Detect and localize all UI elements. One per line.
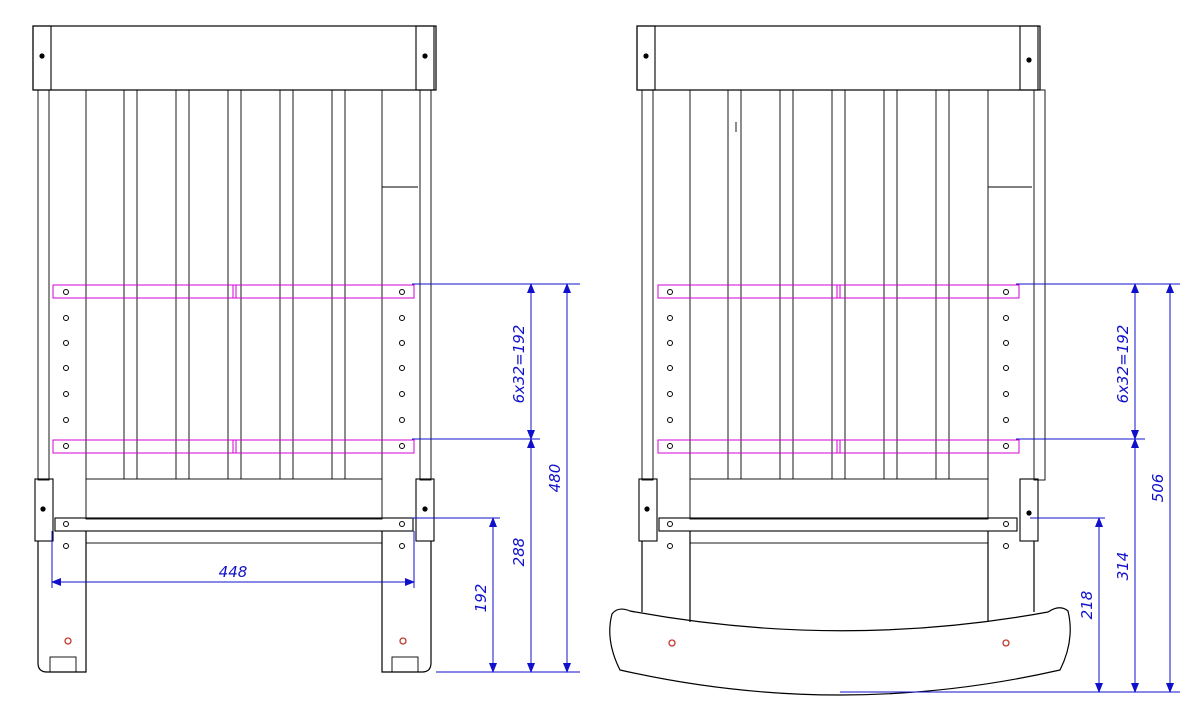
left-side-post-section-right: [415, 478, 435, 542]
left-top-screw-1: [39, 53, 45, 59]
right-side-post-section-right: [1019, 478, 1039, 542]
rocker: [609, 607, 1071, 696]
left-post-outer-left: [37, 89, 50, 481]
right-overall-height-dim: 506: [1149, 474, 1167, 503]
left-leg-right: [381, 531, 432, 673]
left-leg-left: [37, 531, 87, 673]
left-view: 6x32=192 480 288 192 448: [32, 25, 580, 673]
left-seat-height-dim: 192: [472, 584, 490, 613]
left-post-outer-right: [419, 89, 432, 481]
right-under-rail: [689, 530, 989, 544]
left-side-post-section-left: [34, 478, 54, 542]
right-top-rail: [636, 25, 1041, 91]
left-top-rail: [32, 25, 437, 91]
left-seat-apron: [85, 478, 383, 520]
right-seat-board: [658, 517, 1018, 532]
left-seat-board: [54, 517, 414, 532]
left-slat-spacing-dim: 6x32=192: [510, 325, 528, 404]
left-top-screw-2: [422, 53, 428, 59]
left-seat-width-dim: 448: [219, 563, 248, 581]
right-post-outer-right: [1033, 89, 1046, 481]
left-overall-height-dim: 480: [546, 464, 564, 493]
left-hole-column-left: [63, 289, 69, 449]
left-middle-height-dim: 288: [510, 538, 528, 567]
left-hole-column-right: [399, 289, 405, 449]
right-slat-spacing-dim: 6x32=192: [1114, 325, 1132, 404]
left-under-rail: [85, 530, 383, 544]
right-upper-crossbar-hidden: [657, 284, 1020, 299]
right-top-rail-right-section: [1019, 25, 1039, 91]
right-seat-apron: [689, 478, 989, 520]
right-adjust-holes: [667, 289, 1009, 449]
right-middle-height-dim: 314: [1114, 552, 1132, 581]
left-dimensions: 6x32=192 480 288 192 448: [51, 283, 580, 673]
right-dimensions: 6x32=192 506 314 218: [840, 283, 1180, 693]
right-side-post-section-left: [638, 478, 658, 542]
right-view: 6x32=192 506 314 218: [609, 25, 1180, 696]
right-seat-height-dim: 218: [1078, 591, 1096, 620]
right-lower-crossbar-hidden: [657, 439, 1020, 454]
right-post-outer-left: [641, 89, 654, 481]
left-adjust-holes: [63, 289, 405, 449]
